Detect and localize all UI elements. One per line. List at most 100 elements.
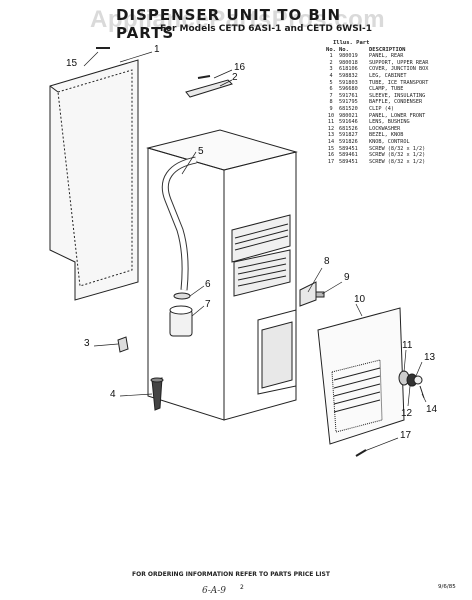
knob-assembly-drawing (398, 370, 425, 399)
row-description: CLAMP, TUBE (369, 86, 404, 93)
row-illus-no: 6 (329, 86, 333, 93)
callout-2: 2 (232, 72, 238, 83)
cabinet-leg-drawing (150, 377, 164, 411)
callout-14: 14 (426, 404, 438, 415)
junction-box-cover-drawing (117, 336, 129, 353)
row-illus-no: 7 (329, 92, 333, 99)
cabinet-drawing (146, 129, 298, 421)
page-subtitle: For Models CETD 6ASI-1 and CETD 6WSI-1 (160, 24, 373, 34)
row-description: BEZEL, KNOB (369, 132, 404, 139)
row-illus-no: 4 (329, 72, 333, 79)
row-description: CLIP (4) (369, 105, 394, 112)
table-row: 1 980019 PANEL, REAR (323, 53, 463, 60)
row-illus-no: 10 (327, 112, 335, 119)
lower-front-panel-drawing (317, 307, 405, 445)
row-part-no: 681520 (339, 105, 358, 112)
callout-8: 8 (324, 256, 330, 267)
row-illus-no: 16 (327, 152, 335, 159)
callout-12: 12 (401, 408, 413, 419)
callout-13: 13 (424, 352, 436, 363)
row-part-no: 589461 (339, 152, 358, 159)
ordering-note: FOR ORDERING INFORMATION REFER TO PARTS … (132, 571, 330, 578)
row-part-no: 681526 (339, 125, 358, 132)
callout-10: 10 (354, 294, 366, 305)
callout-1: 1 (154, 44, 160, 55)
callout-7: 7 (205, 299, 211, 310)
row-illus-no: 1 (329, 53, 333, 60)
row-illus-no: 15 (327, 145, 335, 152)
table-header-row-2: No. No. DESCRIPTION (323, 47, 463, 54)
row-illus-no: 9 (329, 105, 333, 112)
upper-rear-support-drawing (185, 79, 233, 98)
row-part-no: 591795 (339, 99, 358, 106)
rear-panel-drawing (49, 59, 139, 301)
table-row: 6 596680 CLAMP, TUBE (323, 86, 463, 93)
row-part-no: 591646 (339, 119, 358, 126)
row-part-no: 598832 (339, 72, 358, 79)
clip-drawing (315, 291, 325, 298)
row-part-no: 591761 (339, 92, 358, 99)
header-part-no: No. (339, 46, 349, 53)
watermark-text: AppliancePartsPros.com (90, 6, 386, 33)
page-title: DISPENSER UNIT TO BIN PARTS (116, 6, 341, 42)
table-row: 13 591827 BEZEL, KNOB (323, 132, 463, 139)
row-description: PANEL, LOWER FRONT (369, 112, 426, 119)
row-description: SLEEVE, INSULATING (369, 92, 426, 99)
callout-17: 17 (400, 430, 412, 441)
row-description: SCREW (8/32 x 1/2) (369, 158, 426, 165)
callout-15: 15 (66, 58, 78, 69)
callout-9: 9 (344, 272, 350, 283)
table-row: 10 980021 PANEL, LOWER FRONT (323, 113, 463, 120)
header-description: DESCRIPTION (369, 46, 406, 53)
callout-6: 6 (205, 279, 211, 290)
row-part-no: 980019 (339, 53, 358, 60)
row-description: LEG, CABINET (369, 72, 407, 79)
table-row: 9 681520 CLIP (4) (323, 106, 463, 113)
row-part-no: 980018 (339, 59, 358, 66)
callout-3: 3 (84, 338, 90, 349)
callout-11: 11 (402, 340, 413, 351)
table-row: 16 589461 SCREW (8/32 x 1/2) (323, 152, 463, 159)
row-description: SCREW (8/32 x 1/2) (369, 152, 426, 159)
row-part-no: 591827 (339, 132, 358, 139)
row-part-no: 980021 (339, 112, 358, 119)
insulating-sleeve-drawing (169, 305, 193, 337)
row-illus-no: 5 (329, 79, 333, 86)
row-description: PANEL, REAR (369, 53, 404, 60)
row-description: LOCKWASHER (369, 125, 401, 132)
date-code: 9/6/85 (438, 584, 456, 590)
row-part-no: 591826 (339, 138, 358, 145)
tube-clamp-drawing (173, 292, 191, 300)
row-description: TUBE, ICE TRANSPORT (369, 79, 429, 86)
condenser-baffle-drawing (299, 281, 317, 307)
callout-16: 16 (234, 62, 246, 73)
table-row: 12 681526 LOCKWASHER (323, 126, 463, 133)
row-description: SCREW (8/32 x 1/2) (369, 145, 426, 152)
row-illus-no: 2 (329, 59, 333, 66)
handwritten-note: 6-A-9 (202, 586, 227, 596)
table-header-row-1: Illus. Part (323, 40, 463, 47)
table-row: 15 589451 SCREW (8/32 x 1/2) (323, 146, 463, 153)
row-illus-no: 13 (327, 132, 335, 139)
row-illus-no: 3 (329, 66, 333, 73)
callout-5: 5 (198, 146, 204, 157)
header-illus-part: Illus. Part (333, 40, 370, 46)
row-description: BAFFLE, CONDENSER (369, 99, 423, 106)
row-part-no: 589451 (339, 145, 358, 152)
ice-tube-drawing (161, 156, 197, 291)
row-illus-no: 11 (327, 119, 335, 126)
row-illus-no: 12 (327, 125, 335, 132)
callout-4: 4 (110, 389, 116, 400)
header-illus-no: No. (326, 46, 336, 53)
row-part-no: 596680 (339, 86, 358, 93)
page-number: 2 (240, 584, 244, 591)
row-illus-no: 17 (327, 158, 335, 165)
